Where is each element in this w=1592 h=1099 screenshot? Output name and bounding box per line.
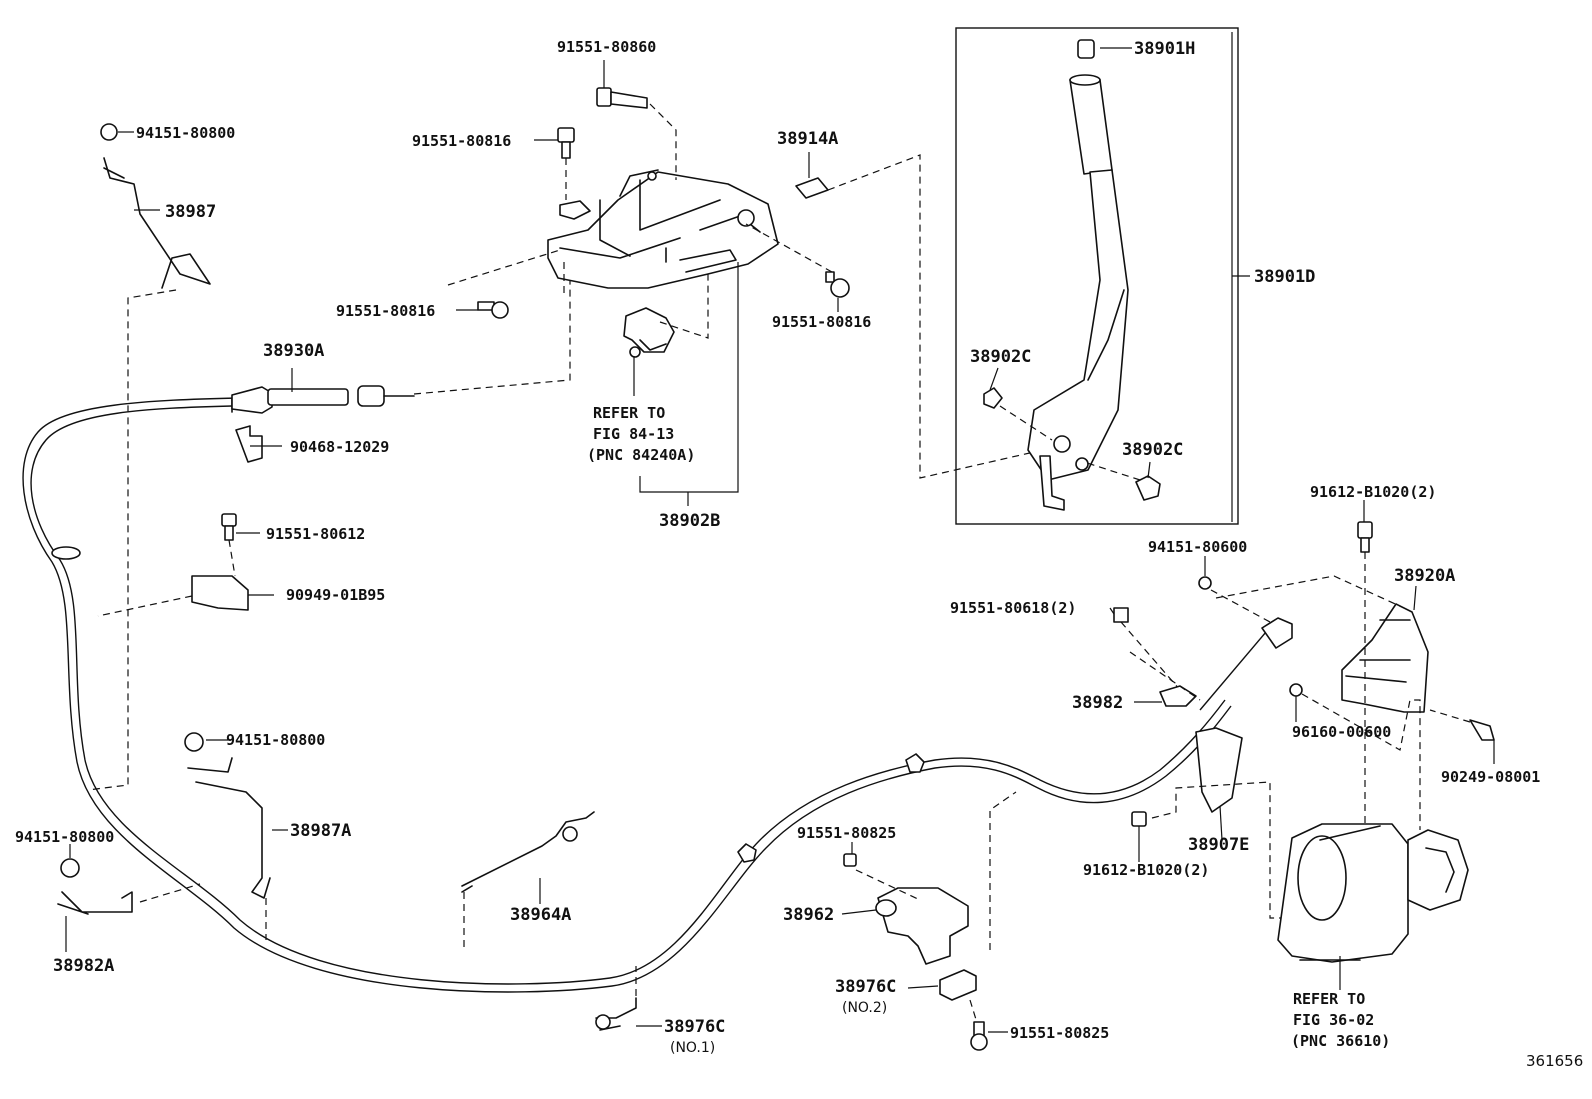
wire-38964A: [461, 811, 595, 950]
bracket-90949-01B95: [97, 575, 249, 617]
label-no2: (NO.2): [842, 1000, 887, 1016]
label-91551-80860: 91551-80860: [557, 38, 656, 56]
label-96160-00600: 96160-00600: [1292, 723, 1391, 741]
lever-bracket-assembly: [547, 169, 779, 358]
label-38976C-no1: 38976C: [664, 1017, 725, 1037]
label-91551-80825-a: 91551-80825: [797, 824, 896, 842]
label-91612-B1020-bot: 91612-B1020(2): [1083, 861, 1209, 879]
refer-36-02-line3: (PNC 36610): [1291, 1032, 1390, 1050]
label-38976C-no2: 38976C: [835, 977, 896, 997]
cable-right-end: [1113, 576, 1296, 919]
nut-and-wire-38987: [87, 123, 211, 791]
label-94151-80800-a: 94151-80800: [136, 124, 235, 142]
label-38914A: 38914A: [777, 129, 838, 149]
clip-38976C-no1: [595, 966, 637, 1031]
label-90468-12029: 90468-12029: [290, 438, 389, 456]
label-91551-80816-b: 91551-80816: [336, 302, 435, 320]
label-94151-80800-c: 94151-80800: [15, 828, 114, 846]
label-91551-80612: 91551-80612: [266, 525, 365, 543]
label-94151-80800-b: 94151-80800: [226, 731, 325, 749]
label-38902B: 38902B: [659, 511, 720, 531]
bolt-91551-80816-top: [557, 127, 575, 200]
label-38987A: 38987A: [290, 821, 351, 841]
bolt-91551-80860: [596, 87, 677, 180]
spacer-38914A: [795, 154, 1035, 479]
label-90949-01B95: 90949-01B95: [286, 586, 385, 604]
label-38902C-a: 38902C: [970, 347, 1031, 367]
label-94151-80600: 94151-80600: [1148, 538, 1247, 556]
label-38902C-b: 38902C: [1122, 440, 1183, 460]
clip-38976C-no2: [939, 791, 1017, 1027]
label-38920A: 38920A: [1394, 566, 1455, 586]
bolt-91551-80816-right: [745, 223, 850, 298]
label-38901D: 38901D: [1254, 267, 1315, 287]
part-labels: 91551-80860 91551-80816 38914A 38901H 94…: [15, 38, 1583, 1070]
label-no1: (NO.1): [670, 1040, 715, 1056]
label-38982: 38982: [1072, 693, 1123, 713]
label-38930A: 38930A: [263, 341, 324, 361]
refer-84-13-line3: (PNC 84240A): [587, 446, 695, 464]
refer-36-02-line1: REFER TO: [1293, 990, 1365, 1008]
diagram-id: 361656: [1526, 1052, 1583, 1070]
label-38964A: 38964A: [510, 905, 571, 925]
bolt-91551-80816-left: [447, 249, 561, 319]
bracket-38920A: [1215, 521, 1495, 830]
refer-84-13-line1: REFER TO: [593, 404, 665, 422]
label-38901H: 38901H: [1134, 39, 1195, 59]
lever-assembly-box: [955, 27, 1239, 525]
label-38987: 38987: [165, 202, 216, 222]
label-91551-80816-a: 91551-80816: [412, 132, 511, 150]
main-brake-cable: [22, 397, 1232, 993]
bracket-38962: [843, 853, 969, 965]
label-38907E: 38907E: [1188, 835, 1249, 855]
nut-and-clip-38982A: [57, 858, 201, 915]
nut-and-wire-38987A: [184, 732, 271, 940]
label-38962: 38962: [783, 905, 834, 925]
actuator-unit-36610: [1277, 823, 1469, 990]
label-38982A: 38982A: [53, 956, 114, 976]
label-91551-80618: 91551-80618(2): [950, 599, 1076, 617]
bolt-91551-80612: [221, 513, 237, 577]
label-91551-80816-c: 91551-80816: [772, 313, 871, 331]
label-91551-80825-b: 91551-80825: [1010, 1024, 1109, 1042]
label-91612-B1020-top: 91612-B1020(2): [1310, 483, 1436, 501]
leader-lines: [65, 32, 1495, 1033]
refer-84-13-line2: FIG 84-13: [593, 425, 674, 443]
cable-38930A-end: [231, 262, 571, 414]
label-90249-08001: 90249-08001: [1441, 768, 1540, 786]
clip-90468-12029: [235, 425, 263, 463]
bolt-91551-80825-bottom: [970, 1021, 988, 1051]
refer-36-02-line2: FIG 36-02: [1293, 1011, 1374, 1029]
